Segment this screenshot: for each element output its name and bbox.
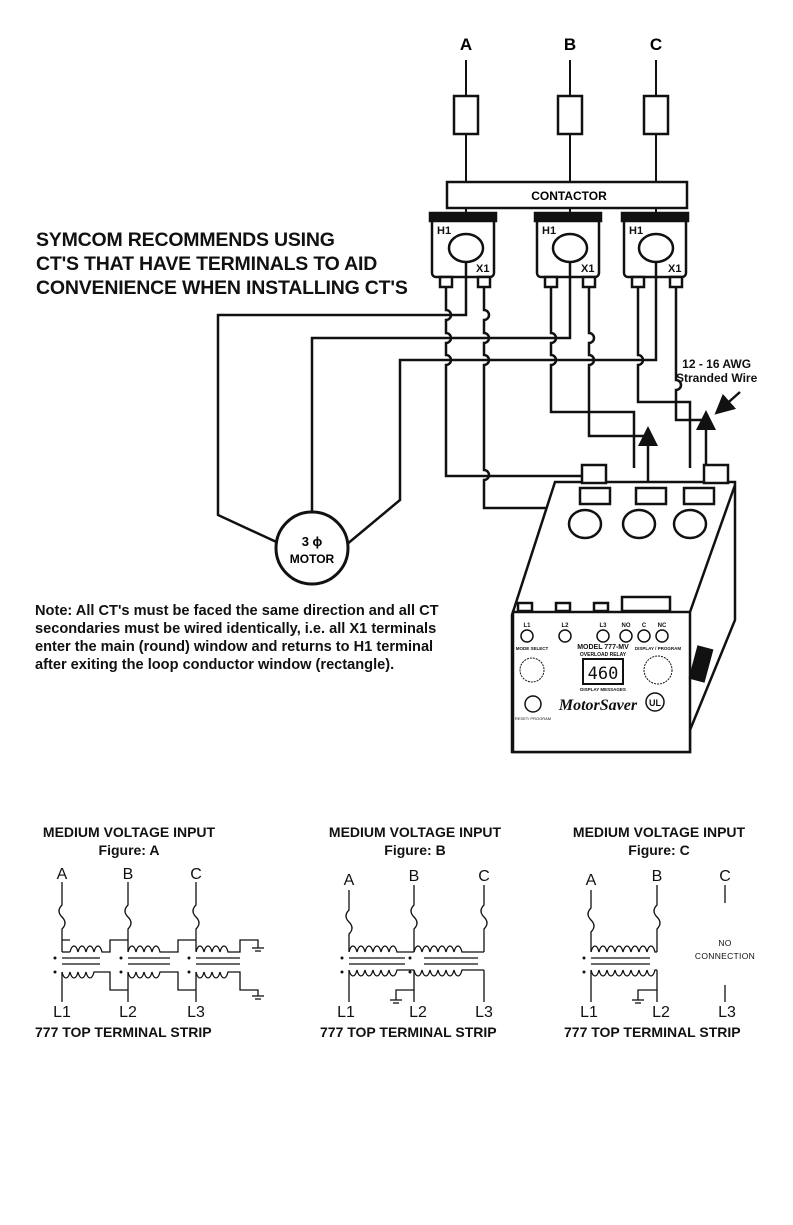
- figure-c-title: MEDIUM VOLTAGE INPUT: [573, 824, 746, 840]
- figure-a-input-b: B: [123, 866, 134, 883]
- figure-c-schematic: [587, 885, 726, 1004]
- overload-relay: [510, 463, 737, 754]
- motor-label: MOTOR: [290, 552, 335, 566]
- ct-c: [620, 211, 690, 289]
- figure-c-input-b: B: [652, 868, 663, 885]
- relay-subtitle: OVERLOAD RELAY: [580, 652, 627, 658]
- figure-c-output-l3: L3: [718, 1004, 736, 1021]
- figure-c-input-c: C: [719, 868, 731, 885]
- relay-terminal-l2: L2: [561, 623, 569, 629]
- relay-display-caption: DISPLAY MESSAGES: [580, 687, 626, 692]
- polarity-dots: [53, 956, 586, 974]
- figure-c-strip: 777 TOP TERMINAL STRIP: [564, 1024, 741, 1040]
- relay-display: [582, 658, 624, 685]
- relay-terminal-l1: L1: [523, 623, 531, 629]
- relay-terminal-l3: L3: [599, 623, 607, 629]
- relay-terminal-c: C: [642, 623, 647, 629]
- phase-c-label: C: [650, 35, 662, 54]
- ul-logo: [645, 692, 665, 712]
- figure-a-title: MEDIUM VOLTAGE INPUT: [43, 824, 216, 840]
- figure-b-input-a: A: [344, 872, 355, 889]
- relay-terminal-screws: [520, 629, 669, 643]
- phase-b-label: B: [564, 35, 576, 54]
- fuses: [452, 94, 670, 136]
- wire-spec-arrow: [714, 391, 741, 415]
- figure-b-output-l2: L2: [409, 1004, 427, 1021]
- figure-a-label: Figure: A: [99, 842, 160, 858]
- fuse-b: [556, 94, 584, 136]
- ct-a-x1: X1: [476, 263, 489, 275]
- figure-b-output-l3: L3: [475, 1004, 493, 1021]
- figure-b-label: Figure: B: [384, 842, 445, 858]
- ct-b-x1: X1: [581, 263, 594, 275]
- relay-terminal-nc: NC: [658, 623, 667, 629]
- ct-a: [428, 211, 498, 289]
- mode-select-dial: [519, 657, 545, 683]
- display-program-dial: [643, 655, 673, 685]
- figure-b-strip: 777 TOP TERMINAL STRIP: [320, 1024, 497, 1040]
- figure-b-schematic: [345, 885, 488, 1004]
- fuse-c: [642, 94, 670, 136]
- relay-terminal-no: NO: [622, 623, 631, 629]
- phase-a-label: A: [460, 35, 472, 54]
- figure-c-no-connection: NO CONNECTION: [694, 938, 756, 961]
- recommendation-text: SYMCOM RECOMMENDS USING CT'S THAT HAVE T…: [36, 229, 408, 299]
- figure-b-input-b: B: [409, 868, 420, 885]
- reset-button: [524, 695, 542, 713]
- relay-brand: MotorSaver: [558, 697, 638, 714]
- figure-a-output-l3: L3: [187, 1004, 205, 1021]
- figure-a-input-a: A: [57, 866, 68, 883]
- figure-c-output-l1: L1: [580, 1004, 598, 1021]
- figure-c-label: Figure: C: [628, 842, 689, 858]
- motor-leads: [216, 262, 658, 547]
- figure-c-output-l2: L2: [652, 1004, 670, 1021]
- figure-b-input-c: C: [478, 868, 490, 885]
- installation-note: Note: All CT's must be faced the same di…: [35, 603, 439, 673]
- figure-a-output-l2: L2: [119, 1004, 137, 1021]
- relay-mode-select: MODE SELECT: [516, 646, 549, 651]
- contactor-label: CONTACTOR: [531, 189, 607, 203]
- ct-c-h1: H1: [629, 225, 643, 237]
- figure-a-input-c: C: [190, 866, 202, 883]
- figure-b-output-l1: L1: [337, 1004, 355, 1021]
- motor-circle: [274, 510, 350, 586]
- fuse-a: [452, 94, 480, 136]
- motor-phase-label: 3 ϕ: [302, 534, 323, 549]
- relay-reset-label: RESET/ PROGRAM: [515, 716, 551, 721]
- ct-b: [533, 211, 603, 289]
- figure-c-input-a: A: [586, 872, 597, 889]
- figure-b-title: MEDIUM VOLTAGE INPUT: [329, 824, 502, 840]
- ct-secondary-wires: [444, 287, 716, 510]
- figure-a-output-l1: L1: [53, 1004, 71, 1021]
- contactor-box: [445, 180, 689, 210]
- relay-display-value: 460: [588, 664, 619, 684]
- current-transformers: [428, 211, 690, 289]
- figure-a-schematic: [58, 882, 264, 1002]
- ct-a-h1: H1: [437, 225, 451, 237]
- ct-b-h1: H1: [542, 225, 556, 237]
- relay-display-program: DISPLAY / PROGRAM: [635, 646, 682, 651]
- ct-c-x1: X1: [668, 263, 681, 275]
- relay-model: MODEL 777-MV: [577, 644, 629, 651]
- ul-mark: UL: [649, 698, 661, 708]
- figure-a-strip: 777 TOP TERMINAL STRIP: [35, 1024, 212, 1040]
- wire-spec-label: 12 - 16 AWG Stranded Wire: [676, 357, 758, 385]
